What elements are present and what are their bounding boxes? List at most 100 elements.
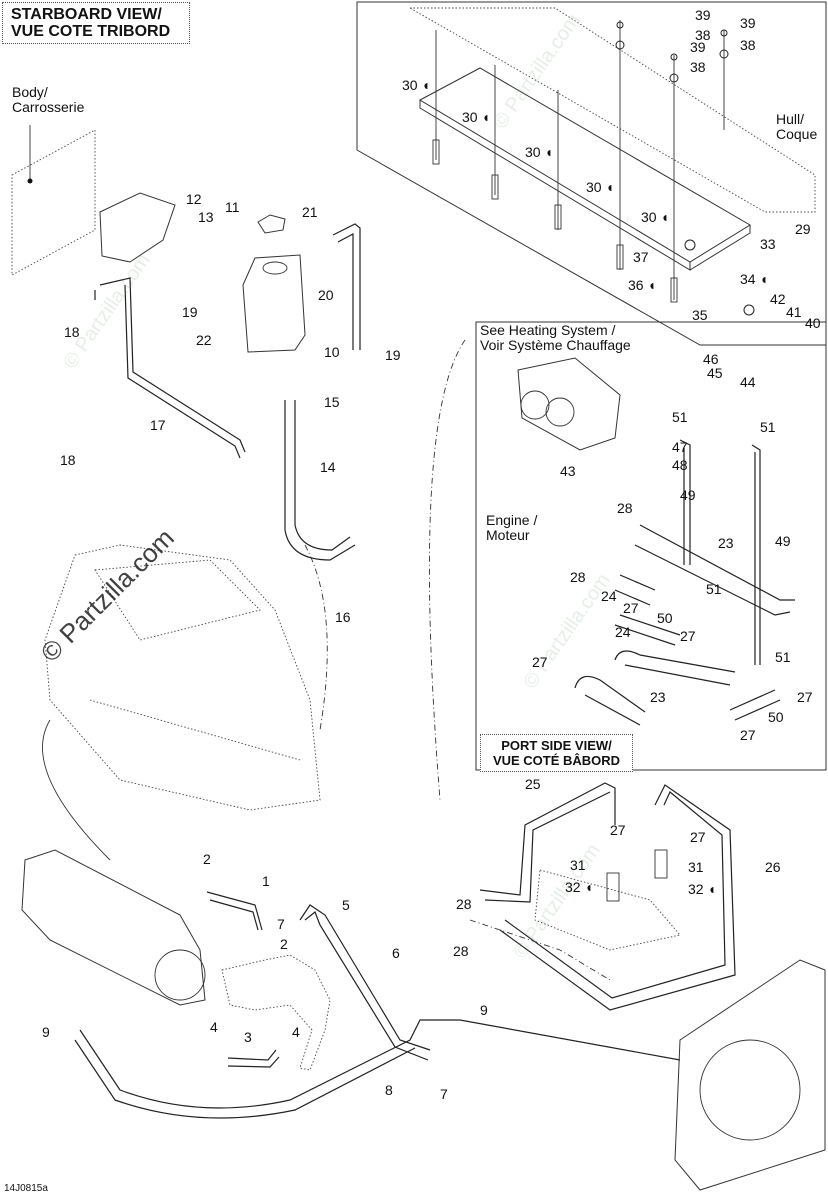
callout-19: 19 <box>182 304 198 320</box>
callout-6: 6 <box>392 945 400 961</box>
callout-20: 20 <box>318 287 334 303</box>
hose-24 <box>614 574 736 686</box>
callout-27: 27 <box>532 654 548 670</box>
port-inset-frame <box>475 321 827 771</box>
callout-28: 28 <box>453 943 469 959</box>
hose-49-left <box>679 439 691 565</box>
heater-unit-43 <box>517 357 621 451</box>
bracket-12 <box>99 192 176 263</box>
callout-15: 15 <box>324 394 340 410</box>
callout-28: 28 <box>456 896 472 912</box>
callout-11: 11 <box>225 199 240 215</box>
callout-48: 48 <box>672 457 688 473</box>
callout-43: 43 <box>560 463 576 479</box>
callout-30: 30 ◖ <box>586 179 614 195</box>
exhaust-manifold <box>21 849 206 1006</box>
hose-23-lower <box>574 675 646 726</box>
callout-39: 39 <box>695 7 711 23</box>
hose-3 <box>227 1049 280 1068</box>
tee-50 <box>614 614 781 721</box>
body-panel <box>11 129 96 276</box>
callout-30: 30 ◖ <box>641 209 669 225</box>
callout-31: 31 <box>570 857 586 873</box>
callout-27: 27 <box>623 600 639 616</box>
hose-20 <box>332 223 361 350</box>
callout-13: 13 <box>198 209 214 225</box>
callout-4: 4 <box>292 1024 300 1040</box>
callout-14: 14 <box>320 459 336 475</box>
engine-block <box>44 544 321 811</box>
engine-label: Engine /Moteur <box>486 512 538 543</box>
callout-18: 18 <box>60 452 76 468</box>
callout-26: 26 <box>765 859 781 875</box>
callout-21: 21 <box>302 204 318 220</box>
callout-51: 51 <box>760 419 776 435</box>
callout-38: 38 <box>695 27 711 43</box>
hose-49-right <box>751 444 761 665</box>
callout-8: 8 <box>385 1082 393 1098</box>
coolant-tank-10 <box>242 254 306 353</box>
figure-id: 14J0815a <box>4 1183 48 1194</box>
exhaust-elbow <box>221 954 331 1071</box>
callout-50: 50 <box>768 709 784 725</box>
callout-35: 35 <box>692 307 708 323</box>
callout-27: 27 <box>690 829 706 845</box>
callout-2: 2 <box>280 936 288 952</box>
callout-27: 27 <box>797 689 813 705</box>
callout-25: 25 <box>525 776 541 792</box>
washers <box>615 21 755 316</box>
port-title-line1: PORT SIDE VIEW/ <box>501 738 612 753</box>
callout-46: 46 <box>703 351 719 367</box>
callout-37: 37 <box>633 249 649 265</box>
hose-25 <box>479 782 616 903</box>
plate-29 <box>418 67 751 271</box>
callout-9: 9 <box>42 1024 50 1040</box>
callout-51: 51 <box>672 409 688 425</box>
callout-39: 39 <box>740 15 756 31</box>
callout-38: 38 <box>690 59 706 75</box>
callout-28: 28 <box>570 569 586 585</box>
intake-block <box>534 869 681 951</box>
port-view-title: PORT SIDE VIEW/ VUE COTÉ BÂBORD <box>480 734 633 772</box>
callout-32: 32 ◖ <box>565 879 593 895</box>
callout-17: 17 <box>150 417 166 433</box>
hose-8 <box>74 1019 681 1119</box>
hose-17 <box>94 277 246 459</box>
fitting-31-right <box>654 849 668 879</box>
callout-42: 42 <box>770 291 786 307</box>
callout-7: 7 <box>440 1086 448 1102</box>
callout-9: 9 <box>480 1002 488 1018</box>
callout-40: 40 <box>805 315 821 331</box>
callout-30: 30 ◖ <box>462 109 490 125</box>
hose-23-upper <box>634 524 795 616</box>
bolts <box>432 20 725 303</box>
cap-11 <box>257 214 286 234</box>
callout-24: 24 <box>615 624 631 640</box>
hull-inset-frame <box>356 1 827 346</box>
jet-pump-housing <box>674 959 826 1191</box>
hose-26 <box>499 784 736 1011</box>
body-label: Body/Carrosserie <box>12 84 85 115</box>
callout-49: 49 <box>775 533 791 549</box>
callout-23: 23 <box>650 689 666 705</box>
callout-38: 38 <box>740 37 756 53</box>
callout-10: 10 <box>324 344 340 360</box>
callout-27: 27 <box>610 822 626 838</box>
callout-4: 4 <box>210 1019 218 1035</box>
callout-16: 16 <box>335 609 351 625</box>
hose-14 <box>284 400 356 561</box>
heating-system-label: See Heating System /Voir Système Chauffa… <box>480 322 631 353</box>
callout-27: 27 <box>740 727 756 743</box>
callout-22: 22 <box>196 332 212 348</box>
callout-34: 34 ◖ <box>740 271 768 287</box>
callout-31: 31 <box>688 859 704 875</box>
starboard-title-line2: VUE COTE TRIBORD <box>11 23 171 40</box>
callout-29: 29 <box>795 221 811 237</box>
fitting-31-left <box>606 872 620 902</box>
callout-18: 18 <box>64 324 80 340</box>
callout-30: 30 ◖ <box>402 77 430 93</box>
callout-19: 19 <box>385 347 401 363</box>
callout-51: 51 <box>775 649 791 665</box>
callout-45: 45 <box>707 365 723 381</box>
